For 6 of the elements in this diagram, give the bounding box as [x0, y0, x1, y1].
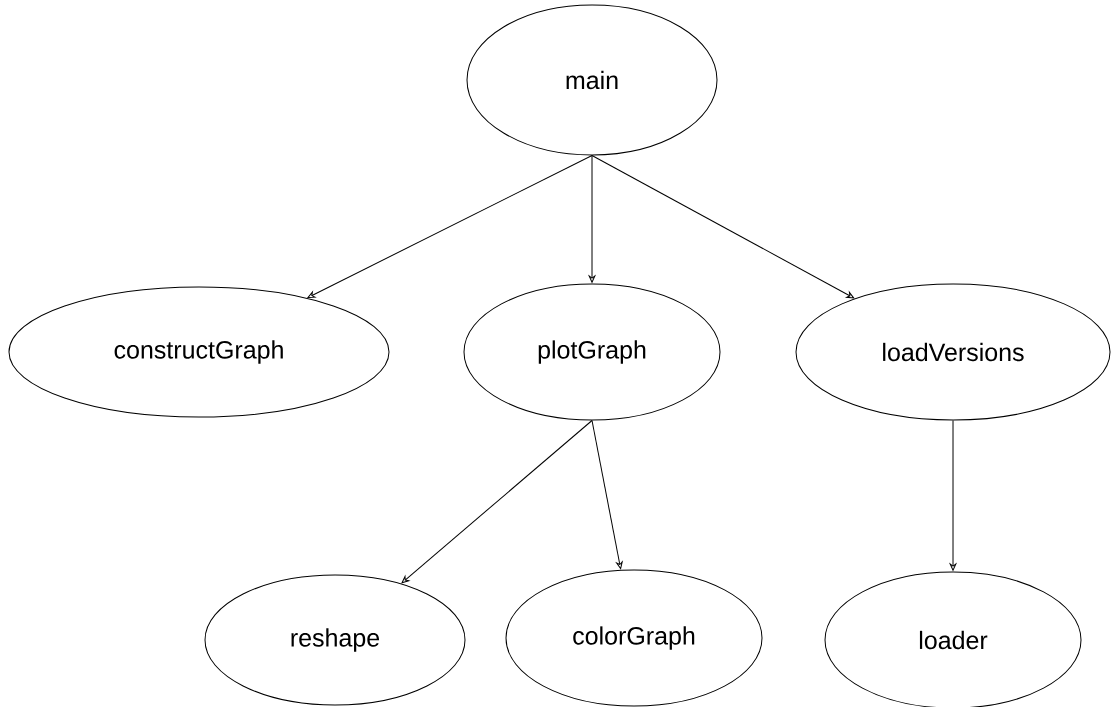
arrow — [591, 155, 855, 299]
arrow — [949, 420, 957, 571]
arrow — [307, 155, 593, 298]
arrow — [401, 420, 593, 584]
arrow — [591, 420, 623, 570]
arrow — [588, 155, 596, 283]
